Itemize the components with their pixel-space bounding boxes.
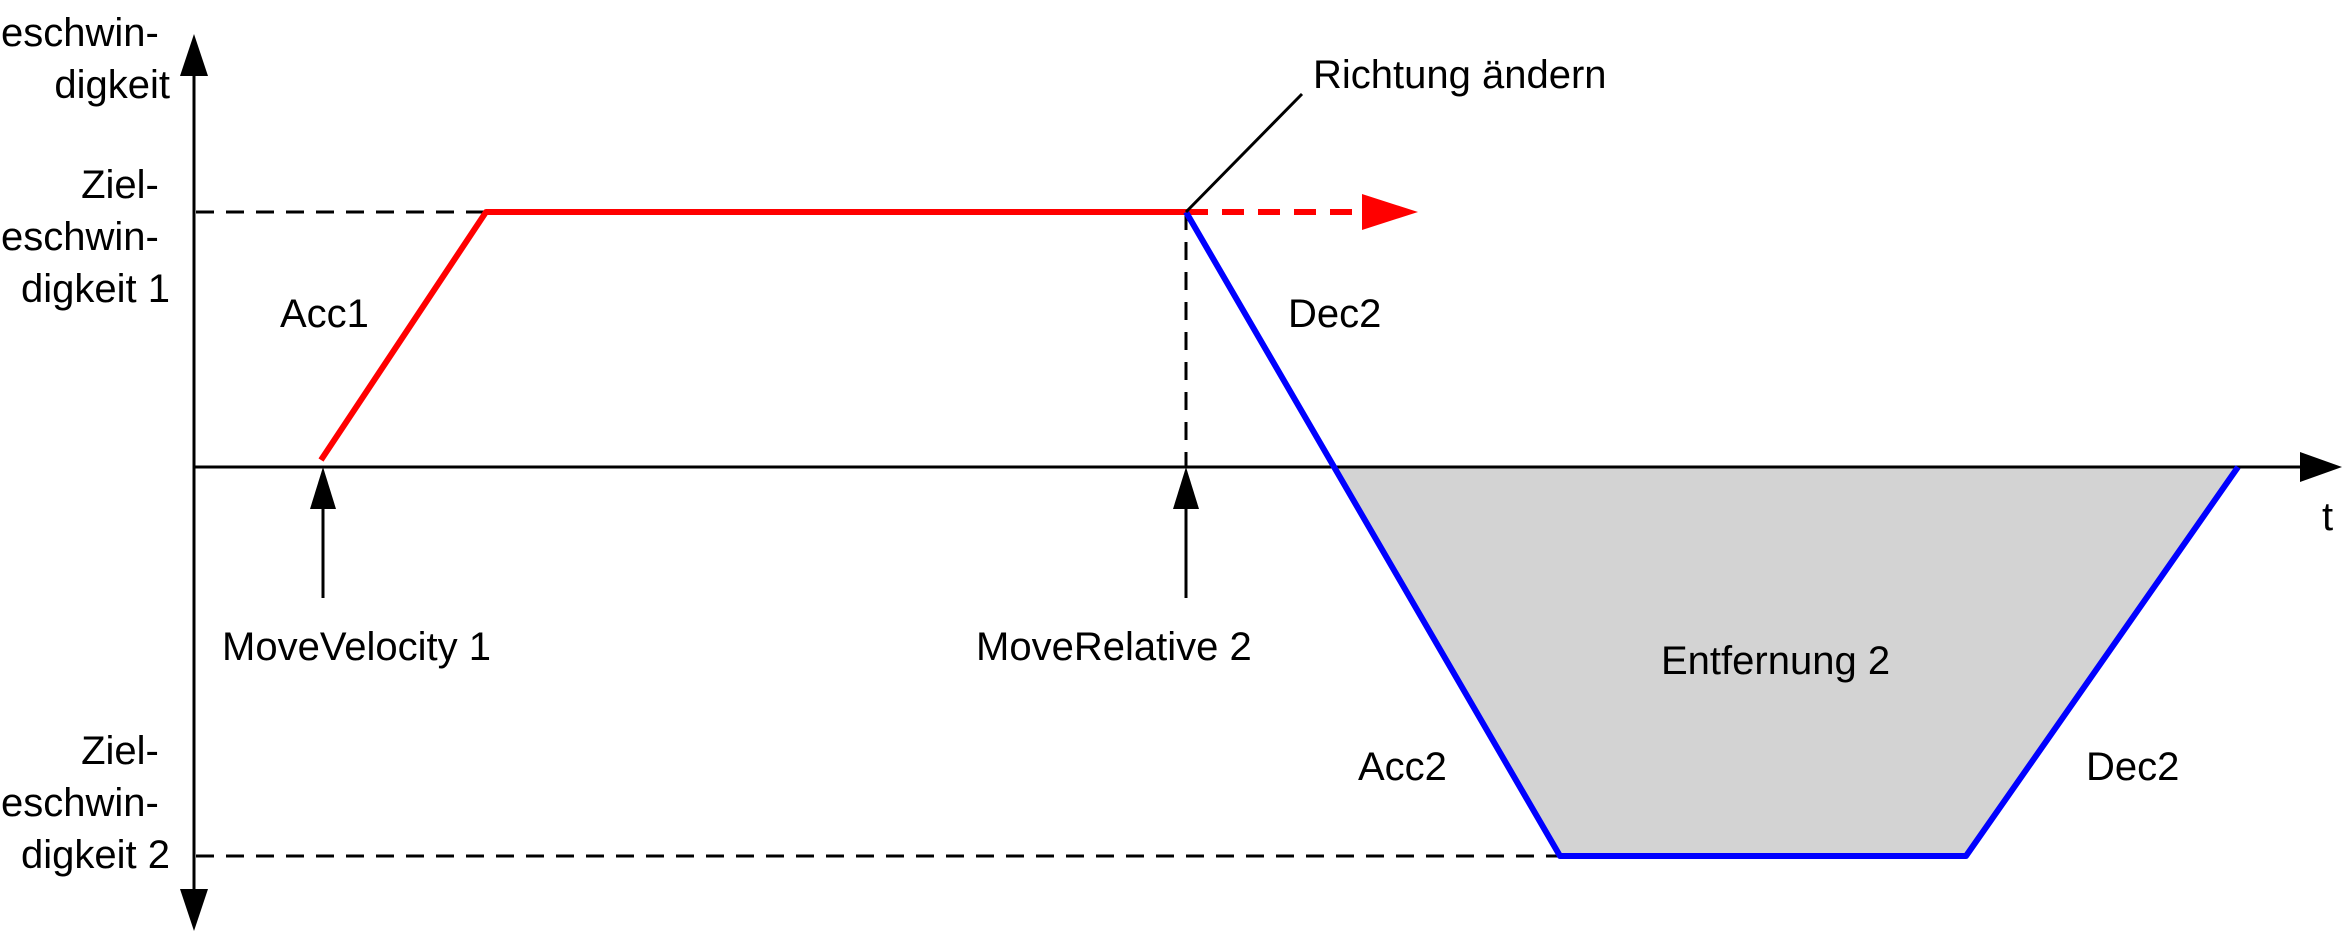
x-axis-label: t xyxy=(2322,495,2333,539)
y-axis-arrow-down xyxy=(180,889,208,931)
direction-change-leader xyxy=(1184,92,1304,214)
target-velocity-1-label: Ziel- geschwin- digkeit 1 xyxy=(0,163,170,311)
move-relative-arrow-head xyxy=(1173,467,1199,509)
y-axis-arrow-up xyxy=(180,34,208,76)
move-relative-label: MoveRelative 2 xyxy=(976,625,1252,669)
dec2-lower-label: Dec2 xyxy=(2086,745,2179,789)
dec2-upper-label: Dec2 xyxy=(1288,292,1381,336)
direction-change-label: Richtung ändern xyxy=(1313,53,1607,97)
velocity-profile-1-arrow xyxy=(1362,194,1418,230)
velocity-profile-1 xyxy=(318,209,1186,462)
x-axis-arrow xyxy=(2300,452,2342,482)
y-axis-label: Geschwin- digkeit xyxy=(0,11,170,107)
distance-area-label: Entfernung 2 xyxy=(1661,639,1890,683)
velocity-profile-2 xyxy=(1183,210,2241,859)
move-velocity-label: MoveVelocity 1 xyxy=(222,625,491,669)
move-velocity-arrow-head xyxy=(310,467,336,509)
acc1-label: Acc1 xyxy=(280,292,369,336)
target-velocity-2-label: Ziel- geschwin- digkeit 2 xyxy=(0,729,170,877)
distance-area xyxy=(1336,467,2238,856)
acc2-label: Acc2 xyxy=(1358,745,1447,789)
